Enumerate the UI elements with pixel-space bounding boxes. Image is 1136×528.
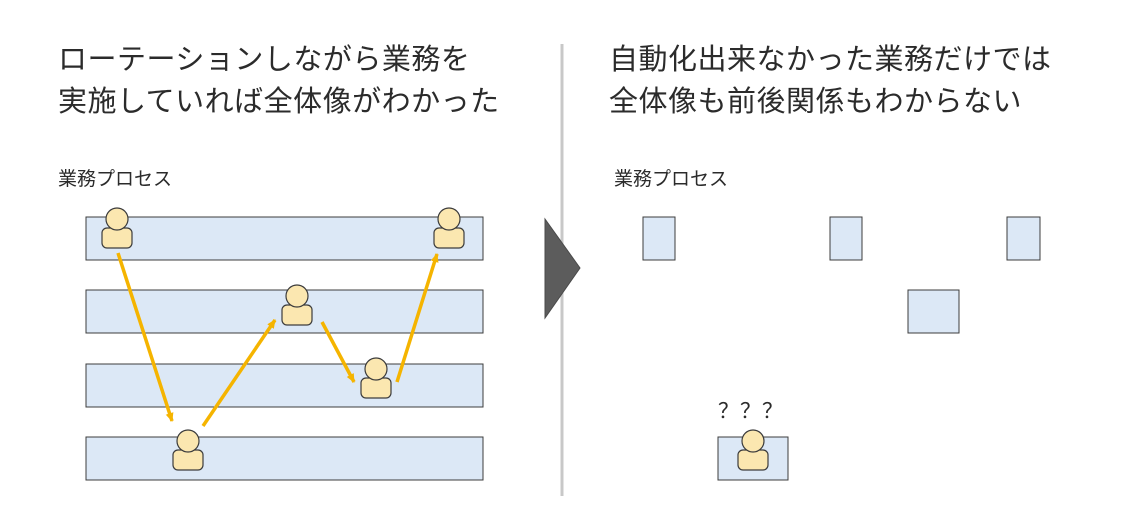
- triangle-arrow-icon: [544, 217, 581, 320]
- process-fragment: [1006, 216, 1041, 261]
- process-bar-3: [85, 363, 484, 408]
- unknown-marks: ？？？: [718, 399, 784, 423]
- arrow-icon: [201, 319, 277, 427]
- right-heading-line2: 全体像も前後関係もわからない: [609, 84, 1023, 118]
- right-heading: 自動化出来なかった業務だけでは 全体像も前後関係もわからない: [609, 38, 1052, 122]
- process-bar-4: [85, 436, 484, 481]
- right-heading-line1: 自動化出来なかった業務だけでは: [609, 42, 1052, 76]
- left-heading-line1: ローテーションしながら業務を: [58, 42, 471, 76]
- left-heading-line2: 実施していれば全体像がわかった: [58, 84, 500, 118]
- left-process-label: 業務プロセス: [58, 168, 173, 190]
- right-process-label: 業務プロセス: [614, 168, 729, 190]
- person-icon: [172, 429, 204, 471]
- person-icon: [737, 429, 769, 471]
- process-fragment: [829, 216, 863, 261]
- process-fragment: [642, 216, 676, 261]
- process-fragment: [907, 289, 960, 334]
- process-bar-1: [85, 216, 484, 261]
- arrow-icon: [320, 321, 356, 383]
- person-icon: [101, 207, 133, 249]
- arrow-icon: [116, 252, 174, 422]
- left-heading: ローテーションしながら業務を 実施していれば全体像がわかった: [58, 38, 500, 122]
- person-icon: [433, 207, 465, 249]
- arrow-icon: [395, 253, 439, 383]
